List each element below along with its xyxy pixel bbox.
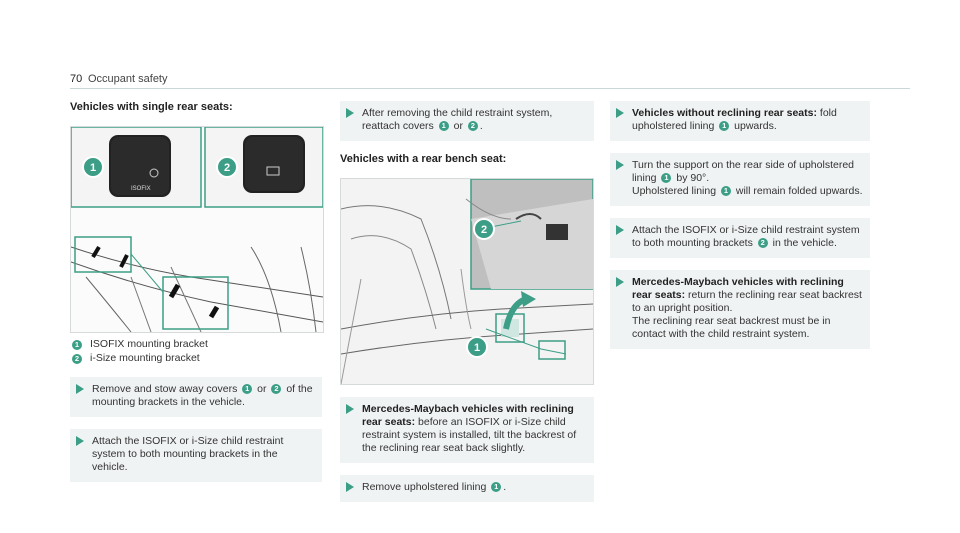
isofix-cover-text: ISOFIX (131, 186, 151, 192)
callout-1-icon: 1 (72, 339, 82, 350)
instruction-step: Vehicles without reclining rear seats: f… (610, 101, 870, 141)
step-text: in the vehicle. (769, 237, 837, 249)
bench-illustration: 2 1 (341, 179, 593, 384)
callout-2-icon: 2 (757, 238, 768, 249)
step-text: or (450, 120, 466, 132)
figure2-callout-1: 1 (474, 342, 480, 354)
callout-2-icon: 2 (467, 121, 478, 132)
instruction-step: Remove and stow away covers 1 or 2 of th… (70, 377, 322, 417)
figure1-callout-1: 1 (90, 162, 96, 174)
header-divider (70, 88, 910, 89)
brackets-illustration: ISOFIX 1 2 (71, 127, 323, 332)
step-text: or (254, 383, 270, 395)
column-1: Vehicles with single rear seats: (70, 101, 324, 482)
step-text: Turn the support on the rear side of uph… (632, 159, 854, 184)
step-bold-text: Vehicles without reclining rear seats: (632, 107, 817, 119)
step-text: of the mounting brackets in the vehicle. (92, 383, 313, 408)
step-bold-text: Mercedes-Maybach vehicles with reclining… (632, 276, 844, 301)
step-text: Remove and stow away covers (92, 383, 241, 395)
callout-1-icon: 1 (242, 384, 253, 395)
step-text: before an ISOFIX or i-Size child restrai… (362, 416, 577, 454)
step-text: will remain folded upwards. (732, 185, 863, 197)
instruction-step: Mercedes-Maybach vehicles with reclining… (340, 397, 594, 463)
figure-legend: 1 ISOFIX mounting bracket 2 i-Size mount… (70, 338, 322, 365)
step-text: After removing the child restraint syste… (362, 107, 553, 132)
step-text: Attach the ISOFIX or i-Size child restra… (92, 435, 284, 473)
step-text: fold upholstered lining (632, 107, 837, 132)
step-text: Attach the ISOFIX or i-Size child restra… (632, 224, 860, 249)
heading-rear-bench-seat: Vehicles with a rear bench seat: (340, 153, 507, 165)
callout-1-icon: 1 (491, 482, 502, 493)
callout-1-icon: 1 (661, 173, 672, 184)
page-number: 70 (70, 73, 83, 85)
step-text: return the reclining rear seat backrest … (632, 289, 862, 314)
figure-mounting-brackets: ISOFIX 1 2 (70, 126, 324, 333)
callout-1-icon: 1 (720, 186, 731, 197)
step-arrow-icon (616, 160, 624, 170)
step-arrow-icon (346, 482, 354, 492)
legend-item: 1 ISOFIX mounting bracket (70, 338, 322, 351)
column-3: Vehicles without reclining rear seats: f… (610, 101, 870, 349)
figure-rear-bench: 2 1 (340, 178, 594, 385)
step-arrow-icon (346, 108, 354, 118)
section-title: Occupant safety (88, 73, 168, 85)
step-arrow-icon (616, 108, 624, 118)
step-text: Upholstered lining (632, 185, 719, 197)
step-text: Remove upholstered lining (362, 481, 490, 493)
figure1-callout-2: 2 (224, 162, 230, 174)
callout-2-icon: 2 (271, 384, 282, 395)
legend-text: ISOFIX mounting bracket (90, 338, 208, 350)
callout-1-icon: 1 (719, 121, 730, 132)
instruction-step: After removing the child restraint syste… (340, 101, 594, 141)
legend-text: i-Size mounting bracket (90, 352, 200, 364)
step-text: . (503, 481, 507, 493)
heading-single-rear-seats: Vehicles with single rear seats: (70, 101, 233, 113)
step-bold-text: Mercedes-Maybach vehicles with reclining… (362, 403, 574, 428)
instruction-step: Attach the ISOFIX or i-Size child restra… (70, 429, 322, 482)
instruction-step: Attach the ISOFIX or i-Size child restra… (610, 218, 870, 258)
step-arrow-icon (76, 436, 84, 446)
instruction-step: Turn the support on the rear side of uph… (610, 153, 870, 206)
column-2: After removing the child restraint syste… (340, 101, 594, 502)
step-arrow-icon (616, 277, 624, 287)
figure2-callout-2: 2 (481, 224, 487, 236)
legend-item: 2 i-Size mounting bracket (70, 352, 322, 365)
callout-1-icon: 1 (438, 121, 449, 132)
step-text: upwards. (731, 120, 777, 132)
step-text: by 90°. (673, 172, 710, 184)
step-arrow-icon (76, 384, 84, 394)
instruction-step: Mercedes-Maybach vehicles with reclining… (610, 270, 870, 349)
instruction-step: Remove upholstered lining 1. (340, 475, 594, 502)
step-arrow-icon (616, 225, 624, 235)
step-text: . (479, 120, 483, 132)
step-text: The reclining rear seat backrest must be… (632, 315, 831, 340)
callout-2-icon: 2 (72, 353, 82, 364)
step-arrow-icon (346, 404, 354, 414)
